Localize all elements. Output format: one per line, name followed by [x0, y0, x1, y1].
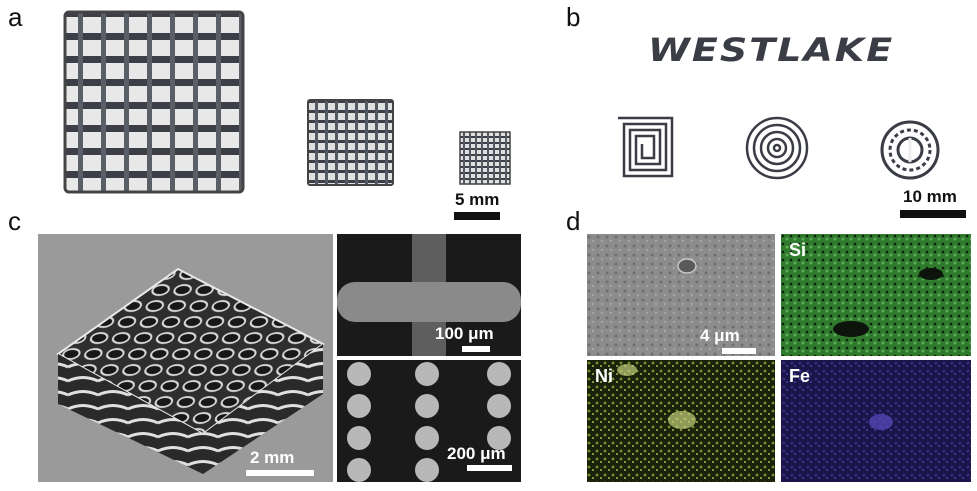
conical-spiral: [880, 120, 940, 180]
westlake-logo-text: WESTLAKE: [648, 31, 895, 69]
panel-label-d: d: [566, 206, 581, 236]
scale-bar-label-c-top: 100 μm: [435, 324, 494, 343]
lattice-left-face: [58, 354, 203, 474]
scale-bar-c-top: [462, 346, 490, 352]
panel-b-spiral-photos: [618, 116, 940, 180]
scale-bar-d: [722, 348, 756, 354]
panel-label-b: b: [566, 2, 581, 32]
panel-label-a: a: [8, 2, 23, 32]
element-label-fe: Fe: [789, 366, 811, 386]
panel-c-sem-main: 2 mm: [38, 234, 333, 482]
element-label-si: Si: [789, 240, 807, 260]
scale-bar-c-bottom: [467, 465, 512, 471]
element-label-ni: Ni: [595, 366, 613, 386]
panel-a-lattice-photos: [63, 10, 511, 194]
eds-map-si: Si: [781, 234, 971, 356]
scale-bar-label-c-bottom: 200 μm: [447, 444, 506, 463]
panel-c-filament-closeup: 100 μm: [337, 234, 521, 356]
scale-bar-a: [454, 212, 500, 220]
medium-lattice-cube: [307, 99, 394, 186]
horizontal-filament: [337, 282, 521, 322]
large-lattice-cube: [63, 10, 245, 194]
small-lattice-cube: [459, 131, 511, 185]
scale-bar-c-main: [246, 470, 314, 476]
scale-bar-label-d: 4 μm: [700, 326, 740, 345]
scale-bar-label-b: 10 mm: [903, 187, 957, 206]
scale-bar-label-c-main: 2 mm: [250, 448, 295, 467]
scale-bar-label-a: 5 mm: [455, 190, 500, 209]
panel-label-c: c: [8, 206, 21, 236]
round-spiral: [745, 116, 809, 180]
panel-c-cross-section: 200 μm: [337, 360, 521, 482]
lattice-right-face: [203, 344, 323, 474]
panel-d-sem: 4 μm: [587, 234, 775, 356]
scale-bar-b: [900, 210, 966, 218]
eds-map-fe: Fe: [781, 360, 971, 482]
eds-map-ni: Ni: [587, 360, 775, 482]
square-spiral: [618, 116, 674, 178]
